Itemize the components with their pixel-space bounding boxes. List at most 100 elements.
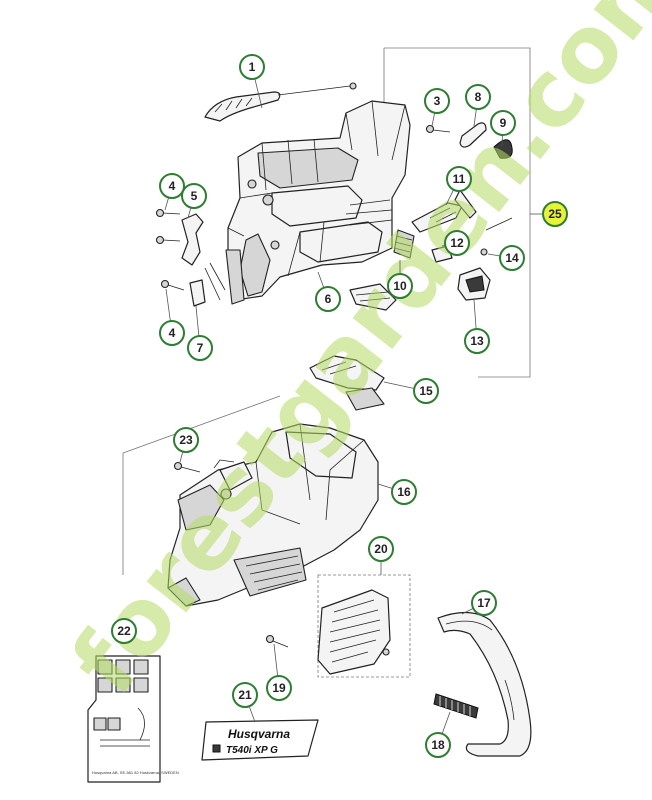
callout-11[interactable]: 11 — [446, 166, 472, 192]
grip-insert-part — [309, 355, 385, 411]
callout-label: 16 — [397, 485, 411, 499]
callout-circle — [444, 230, 470, 256]
callout-8[interactable]: 8 — [465, 84, 491, 110]
callout-circle — [187, 335, 213, 361]
callout-3[interactable]: 3 — [424, 88, 450, 114]
leader-line-8 — [473, 108, 477, 127]
callout-circle — [111, 618, 137, 644]
leader-line-16 — [377, 483, 393, 489]
callout-circle — [239, 54, 265, 80]
callout-label: 20 — [374, 542, 388, 556]
callout-label: 9 — [500, 116, 507, 130]
callout-circle — [387, 273, 413, 299]
callout-15[interactable]: 15 — [413, 378, 439, 404]
callout-4[interactable]: 4 — [159, 173, 185, 199]
callout-label: 19 — [272, 681, 286, 695]
callout-23[interactable]: 23 — [173, 427, 199, 453]
callout-16[interactable]: 16 — [391, 479, 417, 505]
leader-line-5 — [187, 207, 192, 219]
cover-screw-part — [173, 461, 201, 473]
callout-circle — [232, 682, 258, 708]
callout-circle — [413, 378, 439, 404]
callout-19[interactable]: 19 — [266, 675, 292, 701]
cylinder-cover-part — [167, 423, 379, 607]
right-hardware-part — [349, 122, 513, 311]
callout-circle — [315, 286, 341, 312]
callout-13[interactable]: 13 — [464, 328, 490, 354]
callout-6[interactable]: 6 — [315, 286, 341, 312]
callout-label: 4 — [169, 179, 176, 193]
callout-17[interactable]: 17 — [471, 590, 497, 616]
decal-model-text: T540i XP G — [226, 745, 278, 756]
grille-screw-part — [265, 634, 289, 648]
callout-label: 13 — [470, 334, 484, 348]
callout-5[interactable]: 5 — [181, 183, 207, 209]
callout-4[interactable]: 4 — [159, 320, 185, 346]
callout-label: 7 — [197, 341, 204, 355]
cover-group-frame — [122, 395, 281, 575]
callout-label: 8 — [475, 90, 482, 104]
leader-line-7 — [195, 305, 200, 337]
callout-label: 1 — [249, 60, 256, 74]
callout-25[interactable]: 25 — [542, 201, 568, 227]
callout-21[interactable]: 21 — [232, 682, 258, 708]
leader-line-14 — [487, 253, 501, 257]
callout-circle — [424, 88, 450, 114]
leader-line-19 — [273, 643, 279, 677]
callout-label: 5 — [191, 189, 198, 203]
callout-1[interactable]: 1 — [239, 54, 265, 80]
leader-line-21 — [248, 706, 256, 723]
leader-line-18 — [441, 711, 451, 734]
callout-12[interactable]: 12 — [444, 230, 470, 256]
kit-25-frame — [384, 47, 531, 378]
kit-20-frame — [317, 574, 411, 678]
callout-circle — [159, 173, 185, 199]
callout-label: 25 — [548, 207, 562, 221]
callout-circle — [542, 201, 568, 227]
callout-circle — [471, 590, 497, 616]
callout-circle — [464, 328, 490, 354]
callout-circle — [159, 320, 185, 346]
leader-line-3 — [431, 112, 436, 127]
callout-circle — [173, 427, 199, 453]
callout-circle — [181, 183, 207, 209]
callout-circle — [446, 166, 472, 192]
callout-10[interactable]: 10 — [387, 273, 413, 299]
callout-9[interactable]: 9 — [490, 110, 516, 136]
svg-text:Husqvarna AB, SE-561 82 Huskva: Husqvarna AB, SE-561 82 Huskvarna, SWEDE… — [92, 770, 179, 775]
callout-label: 17 — [477, 596, 491, 610]
callout-circle — [391, 479, 417, 505]
throttle-lever-part — [204, 82, 357, 122]
callout-label: 10 — [393, 279, 407, 293]
callout-circle — [266, 675, 292, 701]
leader-line-15 — [383, 381, 415, 389]
callout-label: 11 — [453, 172, 466, 186]
left-screws-part — [155, 208, 226, 307]
callout-label: 14 — [505, 251, 519, 265]
callout-circle — [499, 245, 525, 271]
callout-label: 3 — [434, 94, 441, 108]
leader-line-17 — [461, 608, 474, 615]
callout-label: 15 — [419, 384, 433, 398]
callout-circle — [465, 84, 491, 110]
main-housing-part — [225, 100, 411, 305]
decal-brand-text: Husqvarna — [228, 727, 290, 741]
callout-circle — [368, 536, 394, 562]
model-decal-part: Husqvarna T540i XP G — [201, 719, 319, 761]
callout-20[interactable]: 20 — [368, 536, 394, 562]
leader-lines — [164, 78, 543, 734]
leader-line-4 — [165, 288, 171, 322]
callout-14[interactable]: 14 — [499, 245, 525, 271]
callout-7[interactable]: 7 — [187, 335, 213, 361]
callout-label: 22 — [117, 624, 131, 638]
callout-22[interactable]: 22 — [111, 618, 137, 644]
leader-line-1 — [254, 78, 263, 109]
leader-line-13 — [473, 299, 477, 330]
callout-label: 18 — [431, 738, 445, 752]
leader-line-23 — [179, 451, 184, 463]
callout-label: 23 — [179, 433, 193, 447]
callout-18[interactable]: 18 — [425, 732, 451, 758]
callout-label: 21 — [238, 688, 252, 702]
